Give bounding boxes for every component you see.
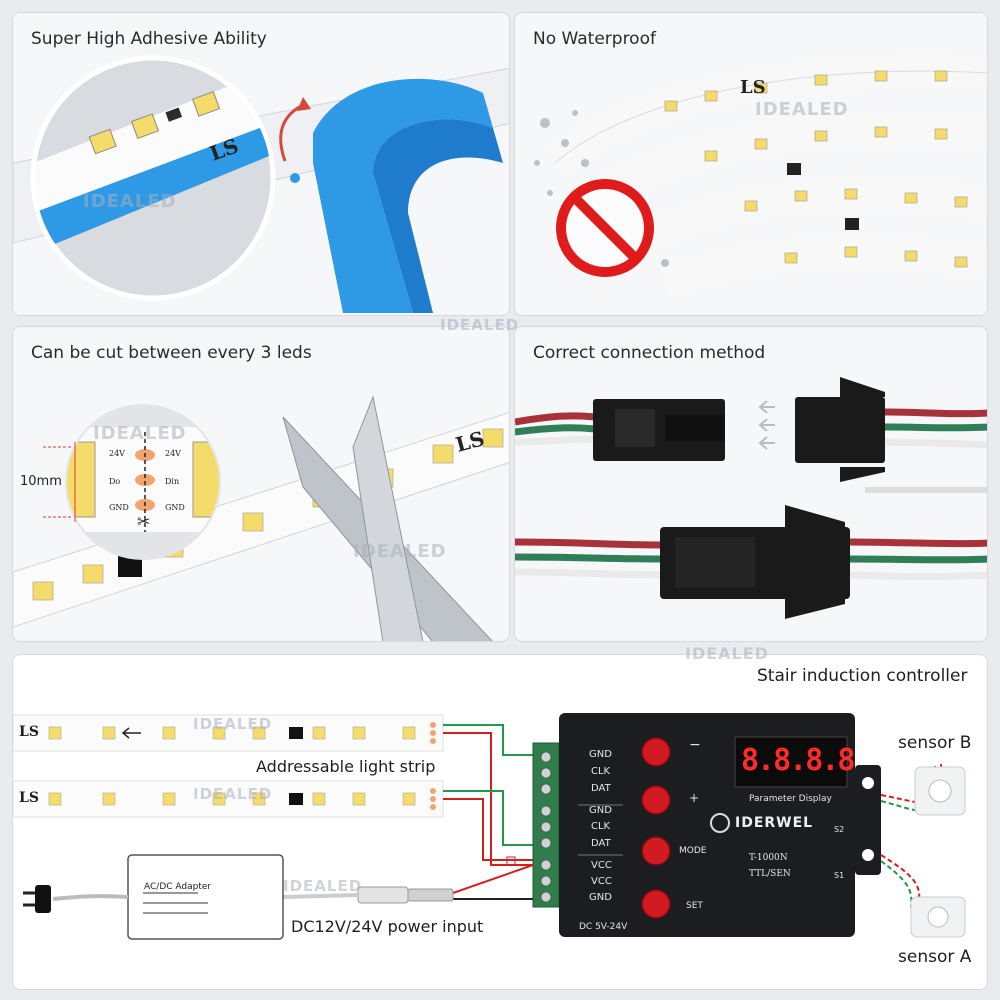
watermark: IDEALED <box>93 423 187 444</box>
connection-illustration <box>515 377 987 619</box>
panel-waterproof: No Waterproof LS IDEALED <box>514 12 988 316</box>
terminal-clk-2: CLK <box>591 821 611 832</box>
watermark: IDEALED <box>440 316 520 334</box>
panel-title: Can be cut between every 3 leds <box>31 343 312 363</box>
mode-button-label: MODE <box>679 846 707 856</box>
terminal-dat-1: DAT <box>591 783 611 794</box>
minus-button-label: − <box>689 737 701 753</box>
model-label: T-1000N <box>749 853 788 863</box>
wiring-diagram <box>13 713 966 940</box>
strip-text: LS <box>19 790 39 806</box>
wiring-title: Stair induction controller <box>757 666 968 686</box>
panel-connection: Correct connection method <box>514 326 988 642</box>
terminal-dat-2: DAT <box>591 838 611 849</box>
watermark: IDEALED <box>83 191 177 212</box>
strip-text: LS <box>740 77 766 98</box>
terminal-clk-1: CLK <box>591 766 611 777</box>
adapter-label: AC/DC Adapter <box>144 882 212 892</box>
display-digits: 8.8.8.8 <box>741 743 855 778</box>
pad-right-din: Din <box>165 477 180 486</box>
watermark: IDEALED <box>283 877 363 895</box>
watermark: IDEALED <box>353 541 447 562</box>
pad-right-vcc: 24V <box>165 449 181 458</box>
panel-wiring: Stair induction controller <box>12 654 988 990</box>
terminal-gnd-1: GND <box>589 749 612 760</box>
strip-label: Addressable light strip <box>256 757 436 776</box>
sensor-a-label: sensor A <box>898 947 972 967</box>
terminal-gnd-2: GND <box>589 805 612 816</box>
watermark: IDEALED <box>193 715 273 733</box>
pad-left-vcc: 24V <box>109 449 125 458</box>
pad-left-gnd: GND <box>109 503 129 512</box>
panel-adhesive: Super High Adhesive Ability LS IDEALED <box>12 12 510 316</box>
adhesive-illustration: LS <box>13 55 509 313</box>
port-s1: S1 <box>834 871 845 880</box>
terminal-vcc-1: VCC <box>591 860 612 871</box>
strip-text: LS <box>19 724 39 740</box>
sensor-b-label: sensor B <box>898 733 972 753</box>
watermark: IDEALED <box>193 785 273 803</box>
port-s2: S2 <box>834 825 845 834</box>
panel-cut: Can be cut between every 3 leds ✂ LS 10m… <box>12 326 510 642</box>
plus-button-label: + <box>689 791 700 805</box>
panel-title: Correct connection method <box>533 343 766 363</box>
watermark: IDEALED <box>755 99 849 120</box>
scissors-icon: ✂ <box>137 512 150 531</box>
brand-logo: IDERWEL <box>735 815 814 831</box>
pad-right-gnd: GND <box>165 503 185 512</box>
set-button-label: SET <box>686 901 703 911</box>
cut-illustration: ✂ LS <box>13 395 509 641</box>
display-caption: Parameter Display <box>749 794 832 804</box>
panel-title: Super High Adhesive Ability <box>31 29 267 49</box>
pad-left-do: Do <box>109 477 121 486</box>
dimension-label: 10mm <box>20 474 62 489</box>
waterproof-illustration: LS <box>534 54 987 299</box>
supply-label: DC 5V-24V <box>579 922 628 932</box>
mode-label: TTL/SEN <box>749 869 791 879</box>
watermark: IDEALED <box>685 644 769 663</box>
power-label: DC12V/24V power input <box>291 917 484 936</box>
terminal-gnd-3: GND <box>589 892 612 903</box>
terminal-vcc-2: VCC <box>591 876 612 887</box>
panel-title: No Waterproof <box>533 29 656 49</box>
